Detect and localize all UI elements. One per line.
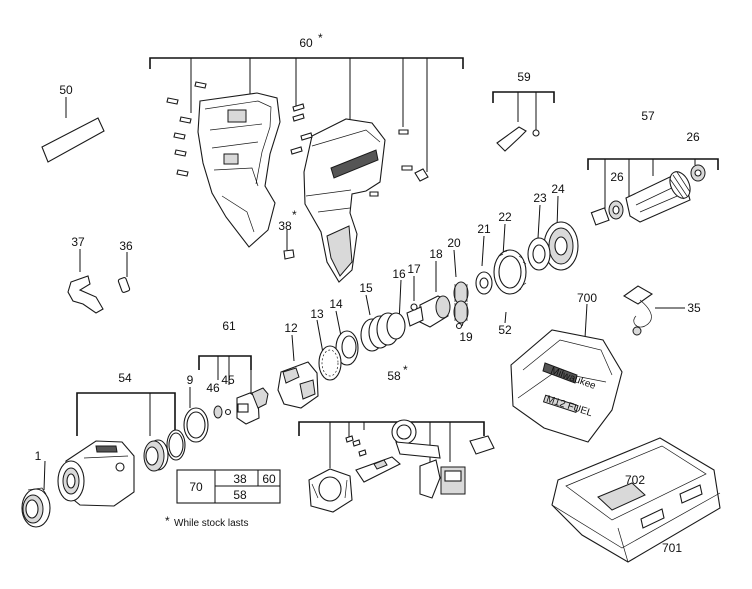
callout-45: 45 [221,373,235,387]
carrying-case-701 [551,437,721,563]
table-cell-58: 58 [233,488,247,502]
callout-58: 58 [387,369,401,383]
callout-54: 54 [118,371,132,385]
belt-clip-59 [496,126,540,152]
ball-cage-13 [318,345,342,381]
washer-14 [335,330,359,366]
tool-case-700: Milwaukee M12 FUEL [510,329,623,443]
callout-19: 19 [459,330,473,344]
anvil-61 [213,387,269,425]
callout-701: 701 [662,541,682,555]
table-cell-38: 38 [233,472,247,486]
callout-52: 52 [498,323,512,337]
callout-59: 59 [517,70,531,84]
callout-36: 36 [119,239,133,253]
table-cell-70: 70 [189,480,203,494]
trigger-58 [440,466,466,495]
callout-50: 50 [59,83,73,97]
switch-58 [419,459,441,499]
bracket-54 [76,392,176,436]
callout-21: 21 [477,222,491,236]
bracket-60 [149,57,464,172]
pcb-58 [345,435,401,483]
callout-60: 60 [299,36,313,50]
table-cell-60: 60 [262,472,276,486]
callout-60-asterisk: * [318,31,323,45]
callout-24: 24 [551,182,565,196]
callout-58-asterisk: * [403,363,408,377]
ring-9 [183,407,209,443]
terminal-block-58 [469,435,495,455]
bracket-57 [587,158,719,212]
callout-38: 38 [278,219,292,233]
washer-21 [475,271,493,295]
washer-23 [527,237,551,271]
callout-14: 14 [329,297,343,311]
callout-61: 61 [222,319,236,333]
ball-17 [410,303,418,311]
housing-right-half [303,118,386,283]
sleeve-1 [21,487,51,528]
reference-table: 70 38 60 58 [176,469,281,504]
callout-700: 700 [577,291,597,305]
callout-18: 18 [429,247,443,261]
o-ring-54 [166,429,186,461]
callout-16: 16 [392,267,406,281]
callout-12: 12 [284,321,298,335]
housing-left-half [197,92,281,248]
led-board-35 [622,285,654,336]
callout-702: 702 [625,473,645,487]
hammer-12 [277,361,319,409]
footnote-asterisk: * [165,514,170,528]
callout-17: 17 [407,262,421,276]
callout-46: 46 [206,381,220,395]
planet-gear-20 [453,281,469,324]
bushing-54 [143,439,169,472]
pin-19 [455,322,463,330]
callout-37: 37 [71,235,85,249]
ring-gear-22 [493,249,527,295]
callout-35: 35 [687,301,701,315]
callout-38-asterisk: * [292,208,297,222]
callout-9: 9 [187,373,194,387]
footnote: * While stock lasts [165,514,248,529]
callout-20: 20 [447,236,461,250]
callout-13: 13 [310,307,324,321]
spindle-carrier-18 [406,295,451,328]
gear-case-54 [57,440,135,507]
callout-1: 1 [35,449,42,463]
footnote-text: While stock lasts [174,518,248,529]
callout-22: 22 [498,210,512,224]
motor-stator-58 [308,468,353,513]
motor-assembly-57 [590,164,706,226]
bracket-61 [198,355,252,395]
spring-15 [360,312,406,352]
label-sheet-50 [41,117,105,163]
callout-57: 57 [641,109,655,123]
callout-26-b: 26 [610,170,624,184]
leader-lines [43,97,685,539]
control-board-58 [391,419,441,459]
spring-36 [117,277,131,293]
switch-lever-37 [67,275,104,314]
bearing-plate-24 [543,221,579,271]
callout-26-a: 26 [686,130,700,144]
callout-labels: 60 * 50 59 57 26 26 22 23 24 37 36 38 * … [35,31,701,555]
housing-screws [166,81,429,197]
bracket-59 [492,91,555,130]
callout-15: 15 [359,281,373,295]
callout-23: 23 [533,191,547,205]
screw-38 [283,249,295,260]
